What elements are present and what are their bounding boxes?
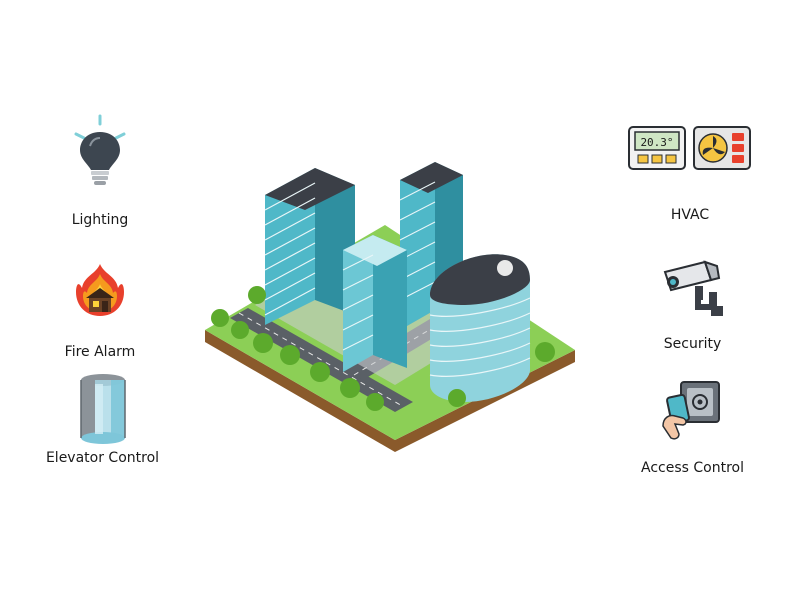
tower-left [264,168,355,325]
elevator-control-system: Elevator Control [40,372,165,466]
tower-front-curved [429,254,531,402]
fire-alarm-label: Fire Alarm [64,344,136,360]
smart-city-illustration [205,162,575,452]
ac-unit-icon [693,126,751,170]
hvac-icons: 20.3° [628,126,751,170]
access-card-icon [661,381,720,440]
access-control-label: Access Control [641,460,744,476]
light-bulb-icon [74,114,126,185]
trees [211,286,555,411]
elevator-icon [79,374,126,444]
thermostat-reading: 20.3° [640,136,673,149]
security-system: Security [640,258,745,352]
security-label: Security [663,336,722,352]
fire-alarm-system: Fire Alarm [50,262,150,360]
cctv-camera-icon [663,260,723,316]
lighting-label: Lighting [71,212,129,228]
thermostat-icon: 20.3° [628,126,686,170]
tower-center [342,235,407,372]
elevator-control-label: Elevator Control [45,450,160,466]
lighting-system: Lighting [50,110,150,228]
hvac-label: HVAC [670,207,710,223]
fire-house-icon [76,264,124,316]
hvac-system: 20.3° HVAC [615,125,765,223]
access-control-system: Access Control [630,378,755,476]
